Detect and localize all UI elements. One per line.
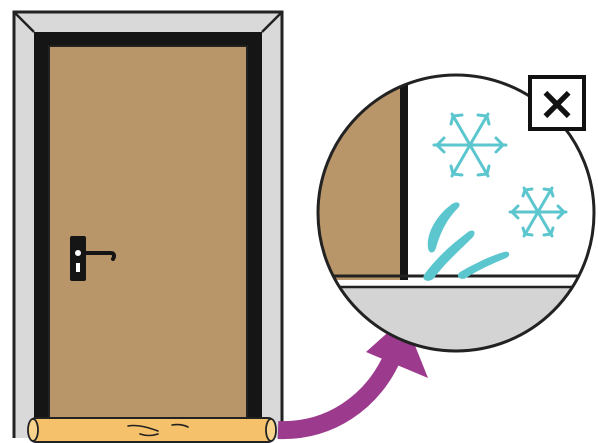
close-icon: × xyxy=(528,75,586,131)
draft-stopper-icon xyxy=(28,418,276,442)
door-icon xyxy=(14,12,282,438)
